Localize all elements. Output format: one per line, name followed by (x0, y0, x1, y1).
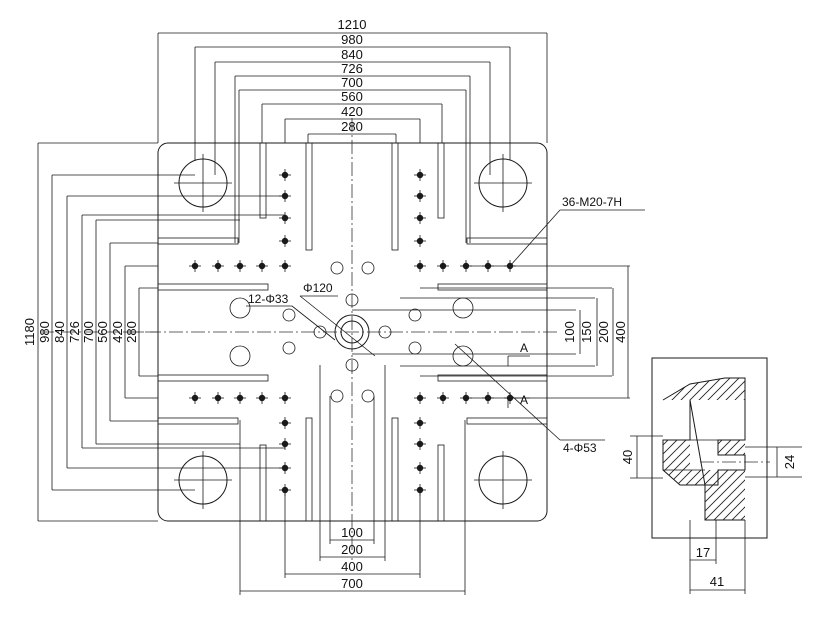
dim-label-1210: 1210 (338, 17, 367, 32)
right-dimensions: 100 150 200 400 (352, 265, 630, 399)
dim-label-200-bottom: 200 (341, 542, 363, 557)
dim-label-280: 280 (341, 119, 363, 134)
dim-label-150-right: 150 (579, 321, 594, 343)
callout-tie-bar-holes: 4-Φ53 (563, 441, 597, 455)
section-mark-a-top: A (520, 341, 528, 355)
section-detail: 40 24 17 41 (620, 357, 802, 594)
dim-label-980-left: 980 (37, 321, 52, 343)
dim-label-100-bottom: 100 (341, 525, 363, 540)
dim-label-420-left: 420 (110, 321, 125, 343)
dim-label-726: 726 (341, 61, 363, 76)
callout-center-bore: Φ120 (303, 281, 333, 295)
dim-label-420: 420 (341, 104, 363, 119)
left-dimensions: 1180 980 840 726 700 560 420 280 (22, 142, 285, 522)
dim-label-400-bottom: 400 (341, 559, 363, 574)
dim-label-840: 840 (341, 47, 363, 62)
tapped-holes (189, 169, 516, 496)
dim-label-700-bottom: 700 (341, 576, 363, 591)
dim-label-700-left: 700 (81, 321, 96, 343)
dim-label-840-left: 840 (52, 321, 67, 343)
dim-label-726-left: 726 (67, 321, 82, 343)
callouts: 36-M20-7H Φ120 12-Φ33 4-Φ53 (246, 195, 645, 455)
dim-label-700: 700 (341, 75, 363, 90)
section-dim-24: 24 (782, 455, 797, 469)
dim-label-980: 980 (341, 32, 363, 47)
section-dim-40: 40 (620, 450, 635, 464)
callout-tapped-holes: 36-M20-7H (562, 195, 622, 209)
bottom-dimensions: 100 200 400 700 (239, 365, 466, 595)
section-dim-41: 41 (710, 574, 724, 589)
section-marks: A A (507, 341, 530, 408)
top-dimensions: 1210 980 840 726 700 560 420 280 (157, 17, 548, 243)
section-profile (662, 377, 746, 521)
dim-label-200-right: 200 (596, 321, 611, 343)
section-frame (651, 357, 768, 539)
dim-label-400-right: 400 (613, 321, 628, 343)
section-mark-a-bottom: A (520, 393, 528, 407)
dim-label-1180: 1180 (22, 318, 37, 346)
t-slots (157, 142, 548, 522)
dim-label-100-right: 100 (562, 321, 577, 343)
center-bore (334, 314, 370, 350)
dim-label-560-left: 560 (95, 321, 110, 343)
tie-bar-holes (174, 154, 532, 509)
section-dim-17: 17 (696, 545, 710, 560)
dim-label-280-left: 280 (124, 321, 139, 343)
callout-ring-holes: 12-Φ33 (248, 292, 289, 306)
dim-label-560: 560 (341, 89, 363, 104)
